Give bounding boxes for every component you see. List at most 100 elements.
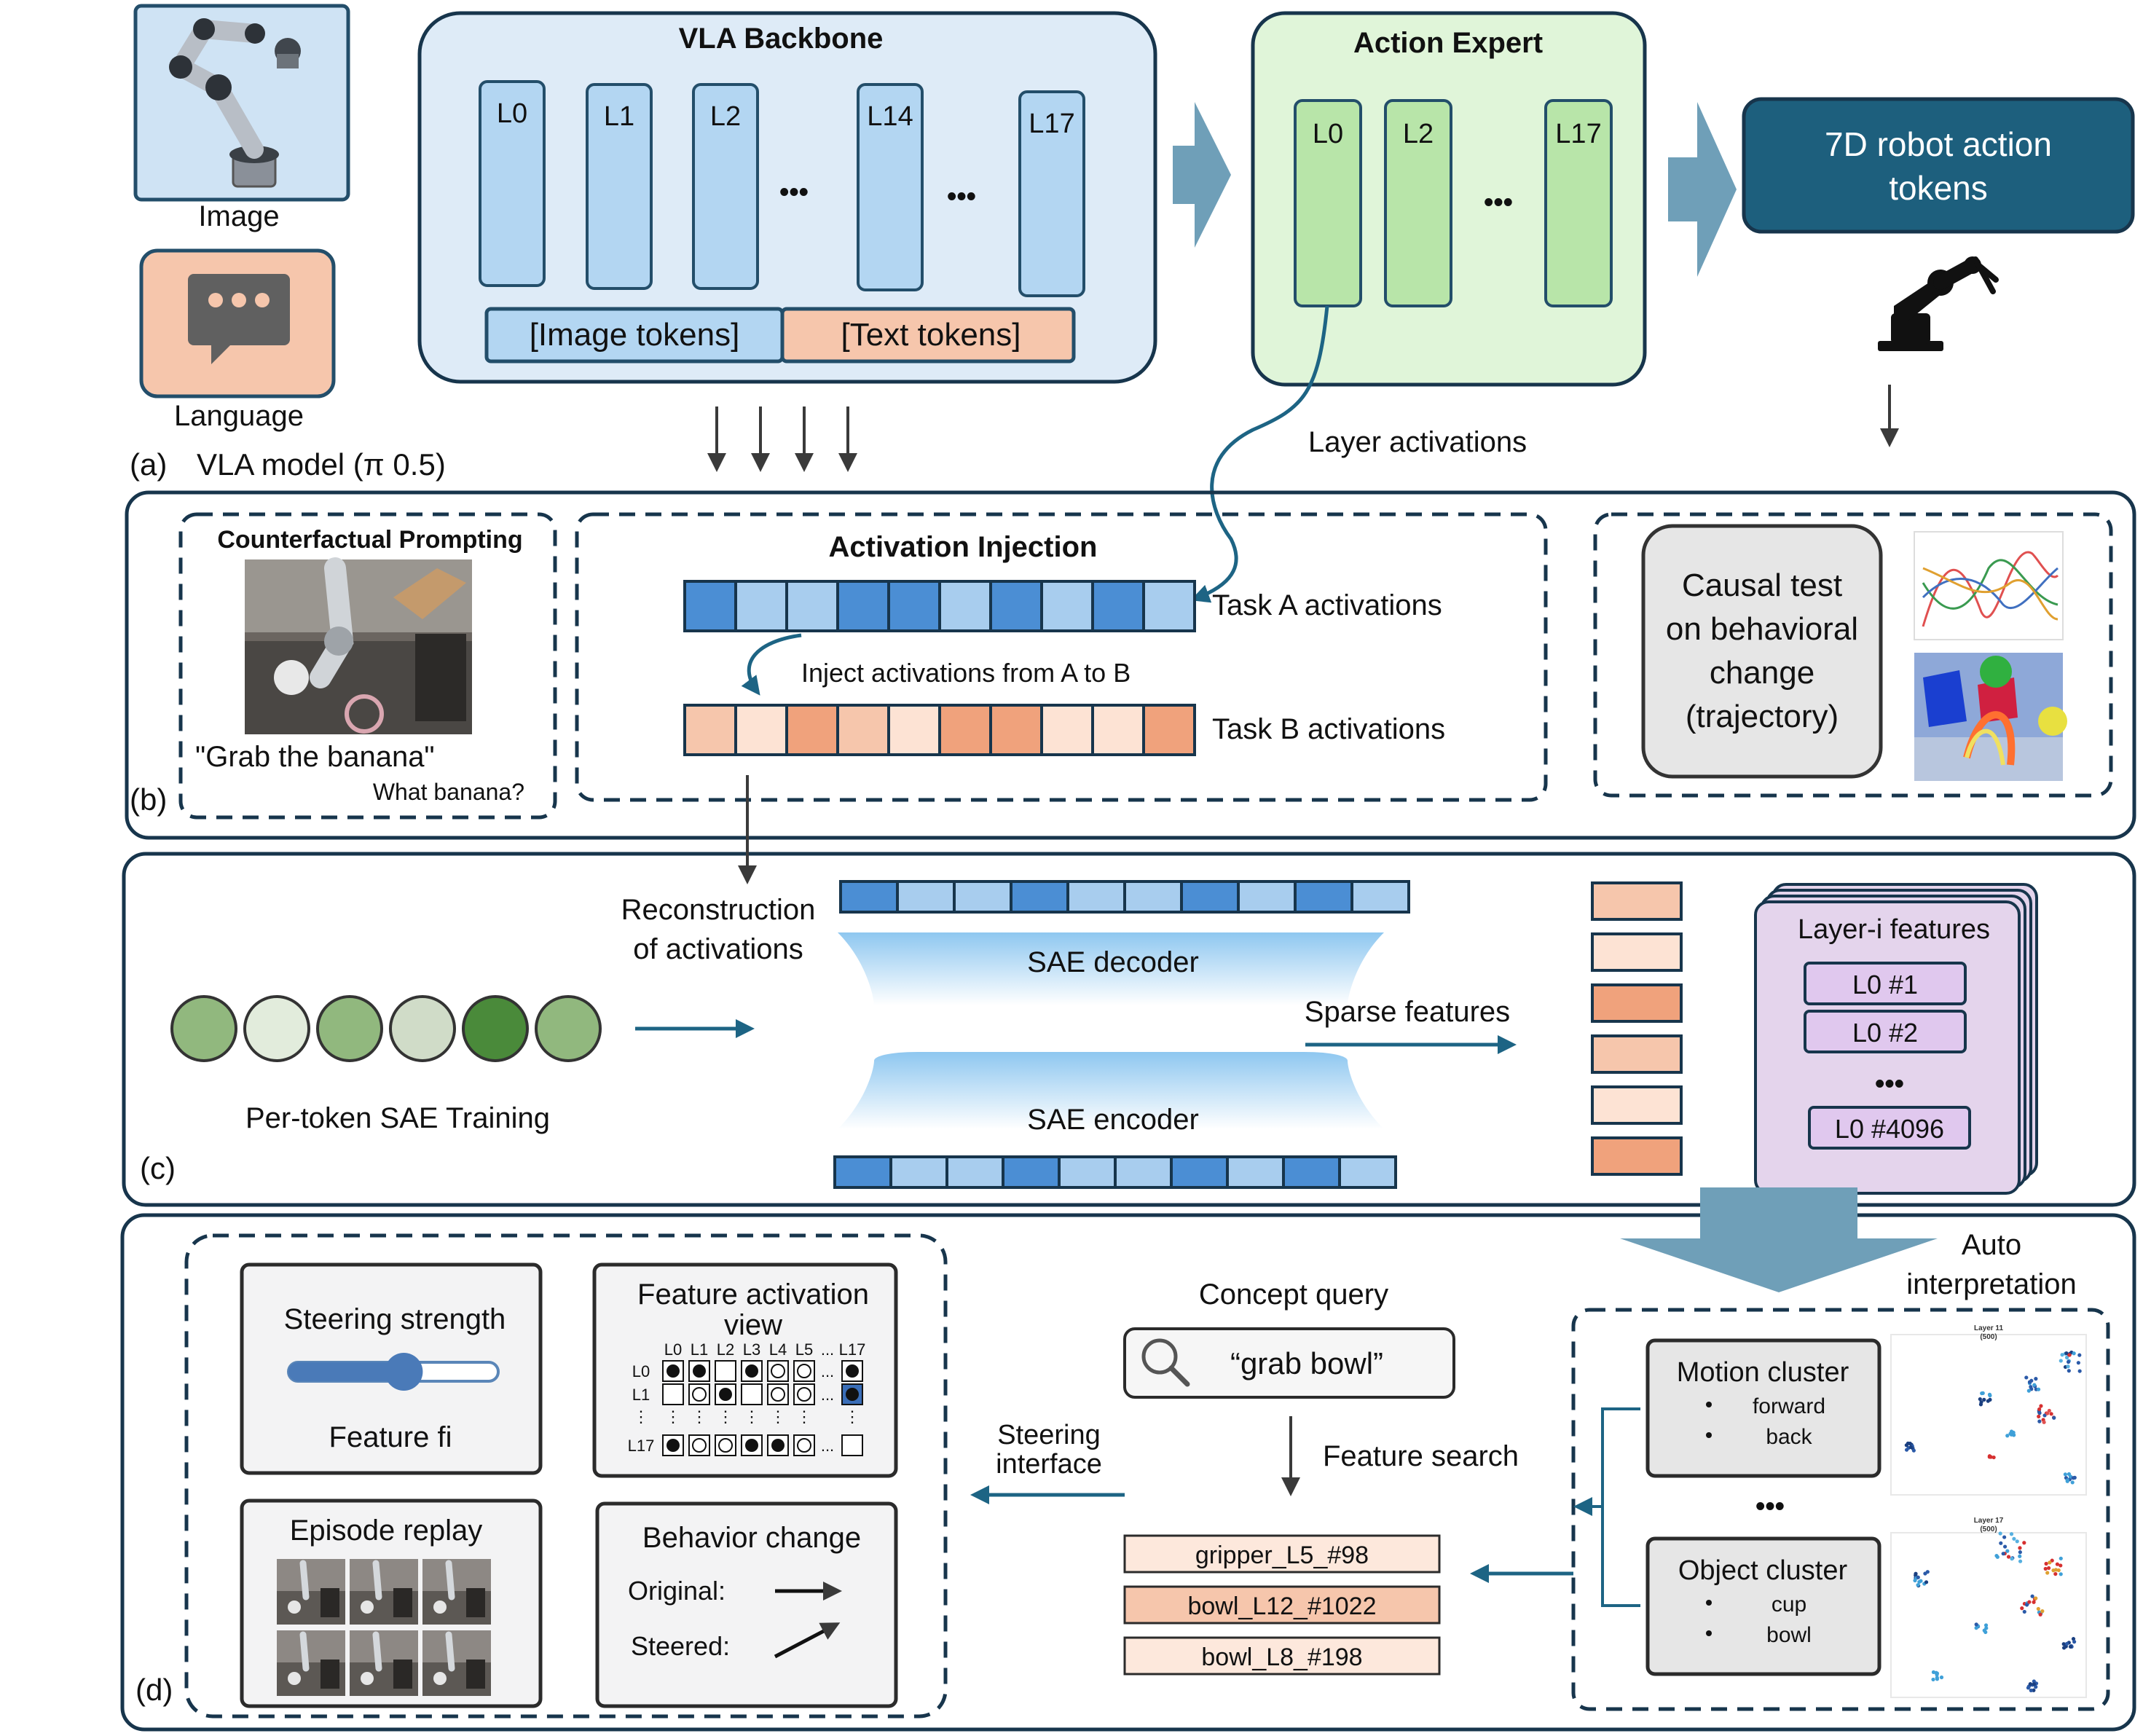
scatter-point [2043, 1566, 2048, 1571]
behavior-change-card [595, 1501, 898, 1708]
result-item-2[interactable] [1123, 1585, 1441, 1625]
scatter-point [2018, 1546, 2022, 1550]
episode-replay-title: Episode replay [290, 1515, 483, 1547]
feature-chip-3 [1808, 1106, 1971, 1150]
scatter-point [2052, 1415, 2056, 1420]
scatter-point [1986, 1399, 1990, 1403]
grid-cell-ring [692, 1438, 707, 1453]
steering-slider-knob[interactable] [385, 1353, 423, 1391]
encoder-input-strip [833, 1155, 1397, 1189]
scatter-point [1989, 1455, 1993, 1459]
output-tokens-box [1742, 97, 2135, 234]
scatter-point [1916, 1575, 1920, 1579]
scatter-point [1939, 1675, 1944, 1680]
flow-arrow-to-expert [1173, 102, 1231, 248]
replay-frame-plate [288, 1601, 301, 1614]
causal-test-region [1593, 512, 2113, 798]
scatter-point [2061, 1642, 2066, 1646]
grid-cell-ring [692, 1387, 707, 1402]
scatter-point [1978, 1397, 1982, 1402]
scatter-point [2064, 1355, 2069, 1360]
grid-cell-ellipsis: ... [821, 1437, 834, 1455]
backbone-label-l1: L1 [604, 101, 634, 132]
object-bullet-1 [1706, 1600, 1712, 1606]
grid-cell-vdots: ⋮ [744, 1407, 760, 1426]
result-item-1[interactable] [1123, 1534, 1441, 1574]
expert-ellipsis: ••• [1484, 187, 1513, 218]
activation-view-title-1: Feature activation [637, 1279, 869, 1311]
chat-bubble-icon [188, 274, 290, 364]
grid-cell-vdots: ⋮ [796, 1407, 812, 1426]
trajectory-plot-thumbnail [1914, 531, 2064, 640]
steered-direction-arrow [774, 1622, 841, 1659]
scatter-point [2032, 1600, 2036, 1604]
scatter-point [2015, 1539, 2019, 1544]
scatter-point [1924, 1580, 1929, 1584]
scatter-point [2047, 1408, 2051, 1413]
grid-col-label-3: L3 [743, 1340, 760, 1359]
backbone-label-l14: L14 [867, 101, 913, 132]
scatter-point [2030, 1594, 2034, 1598]
backbone-down-arrows [707, 406, 857, 472]
grid-cell-ring [797, 1438, 811, 1453]
grid-cell-dot [667, 1364, 680, 1378]
expert-layer-l2 [1384, 99, 1452, 307]
scatter-point [1931, 1677, 1935, 1682]
result-item-3[interactable] [1123, 1636, 1441, 1676]
task-a-activation-strip [683, 580, 1196, 632]
replay-frame-arm [299, 1631, 310, 1672]
scatter-point [2036, 1606, 2040, 1611]
activation-injection-title: Activation Injection [829, 531, 1098, 563]
backbone-label-l17: L17 [1029, 109, 1074, 139]
sae-encoder-shape [838, 1052, 1384, 1129]
grid-col-label-0: L0 [664, 1340, 682, 1359]
layer-activations-label: Layer activations [1308, 426, 1527, 458]
scatter-point [1911, 1448, 1916, 1453]
grid-cell-ring [771, 1387, 785, 1402]
expert-label-l0: L0 [1313, 119, 1343, 149]
scatter-point [2059, 1556, 2063, 1560]
grid-cell-dot [745, 1439, 758, 1452]
replay-frame-plate [361, 1672, 374, 1685]
scatter-point [2018, 1559, 2023, 1563]
sparse-features-label: Sparse features [1305, 996, 1510, 1028]
backbone-ellipsis-2: ••• [947, 181, 976, 212]
scatter-point [2036, 1387, 2041, 1391]
scatter-point [2012, 1536, 2016, 1541]
scatter-point [2009, 1532, 2014, 1536]
scatter-point [2066, 1359, 2071, 1364]
concept-query-value: “grab bowl” [1230, 1346, 1383, 1380]
replay-frame-object [393, 1588, 412, 1617]
steering-dashboard-region [184, 1233, 948, 1719]
activation-grid-cells: ......⋮⋮⋮⋮⋮⋮⋮... [662, 1360, 863, 1456]
grid-row-label-3: L17 [628, 1437, 655, 1455]
scatter-point [2063, 1472, 2067, 1477]
scatter-point [2040, 1609, 2045, 1614]
concept-query-input[interactable] [1123, 1327, 1455, 1399]
replay-frame-arm [445, 1631, 455, 1672]
sparse-feature-column [1591, 881, 1683, 1176]
causal-line-4: (trajectory) [1686, 699, 1839, 734]
scatter-point [2022, 1609, 2026, 1614]
result-item-3-label: bowl_L8_#198 [1201, 1643, 1362, 1671]
grid-cell [662, 1360, 684, 1382]
auto-interp-line-2: interpretation [1906, 1268, 2076, 1300]
scatter-point [2060, 1353, 2064, 1357]
backbone-label-l0: L0 [497, 98, 527, 129]
grid-cell [841, 1434, 863, 1456]
scatter-point [2009, 1429, 2014, 1434]
causal-line-3: change [1710, 655, 1814, 691]
scatter-point [2071, 1476, 2075, 1480]
scatter-point [2072, 1640, 2077, 1644]
scatter-point [1904, 1448, 1909, 1452]
grid-cell-ring [797, 1364, 811, 1378]
scatter-point [2048, 1560, 2052, 1565]
scatter-point [2064, 1641, 2069, 1646]
expert-layer-l17 [1544, 99, 1613, 307]
scatter-point [1931, 1670, 1936, 1674]
sae-decoder-label: SAE decoder [1027, 946, 1199, 978]
scatter-point [2055, 1562, 2059, 1566]
object-bullet-2 [1706, 1630, 1712, 1636]
sae-decoder-shape [838, 932, 1384, 1005]
